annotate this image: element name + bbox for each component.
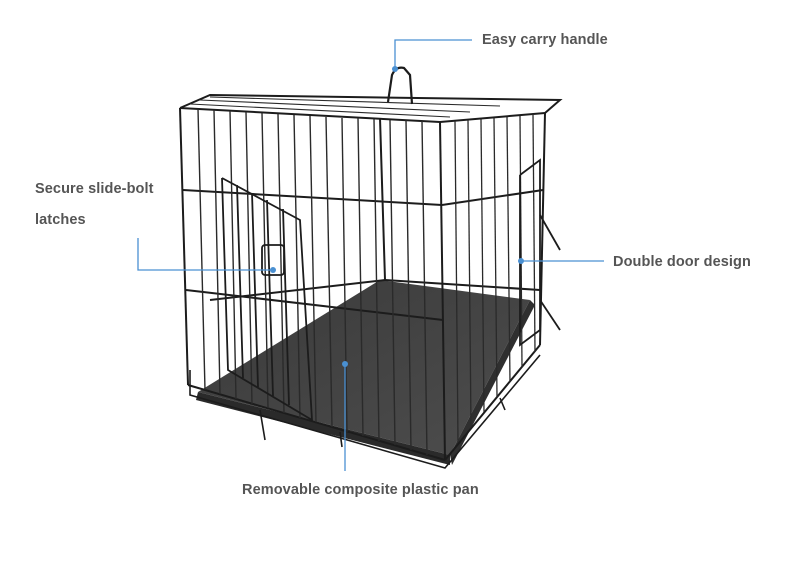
- label-double-door-design: Double door design: [613, 254, 751, 270]
- label-secure-slide-bolt-line2: latches: [35, 212, 86, 228]
- label-easy-carry-handle: Easy carry handle: [482, 32, 608, 48]
- label-secure-slide-bolt-line1: Secure slide-bolt: [35, 181, 154, 197]
- label-removable-plastic-pan: Removable composite plastic pan: [242, 482, 479, 498]
- crate-side-door: [519, 158, 561, 347]
- crate-front-door: [221, 177, 314, 422]
- crate-side-bars: [454, 113, 536, 443]
- crate-base-rails: [189, 354, 541, 469]
- crate-top-bars: [189, 96, 501, 118]
